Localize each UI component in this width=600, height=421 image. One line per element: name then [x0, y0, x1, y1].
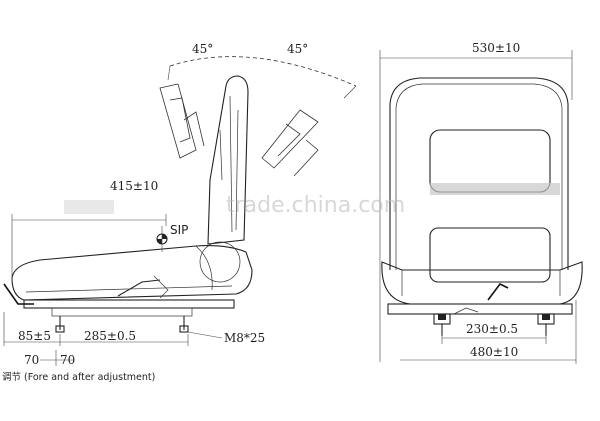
ghost-backrest-back — [261, 109, 319, 177]
dim-85-label: 85±5 — [18, 329, 51, 343]
sip-label: SIP — [170, 223, 188, 237]
dim-285-label: 285±0.5 — [84, 329, 136, 343]
adjust-note: 调节 (Fore and after adjustment) — [2, 372, 155, 383]
dimension-230: 230±0.5 — [441, 322, 547, 344]
front-handle — [3, 283, 34, 305]
dimension-480: 480±10 — [400, 300, 577, 364]
dimension-415: 415±10 — [11, 179, 167, 282]
angle-label-right: 45° — [287, 42, 308, 56]
angle-label-left: 45° — [192, 42, 213, 56]
sip-marker — [156, 226, 168, 252]
dim-480-label: 480±10 — [470, 345, 518, 359]
dimension-530: 530±10 — [379, 41, 573, 362]
front-handle-right — [487, 282, 509, 301]
ghost-backrest-forward — [159, 83, 205, 159]
bolt-spec-label: M8*25 — [224, 331, 265, 345]
mount-right — [537, 313, 555, 336]
adjust-minus: 70 — [24, 353, 39, 367]
front-view: 530±10 — [379, 41, 583, 364]
front-cushion — [381, 261, 583, 305]
front-backrest — [389, 77, 569, 283]
adjust-plus: 70 — [60, 353, 75, 367]
fore-aft-adjustment: 70 70 调节 (Fore and after adjustment) — [2, 350, 155, 383]
dim-415-label: 415±10 — [110, 179, 158, 193]
mount-left — [433, 313, 451, 336]
recline-arc — [169, 56, 357, 87]
dim-230-label: 230±0.5 — [466, 322, 518, 336]
dimension-rail: 85±5 285±0.5 — [3, 312, 189, 346]
dim-530-label: 530±10 — [472, 41, 520, 55]
side-view: SIP 45° 45° 415±10 85±5 285±0.5 M8*25 — [2, 42, 357, 383]
backrest — [207, 75, 249, 245]
seat-cushion — [11, 241, 253, 301]
seat-rails — [23, 299, 235, 333]
watermark: trade.china.com — [226, 193, 405, 218]
